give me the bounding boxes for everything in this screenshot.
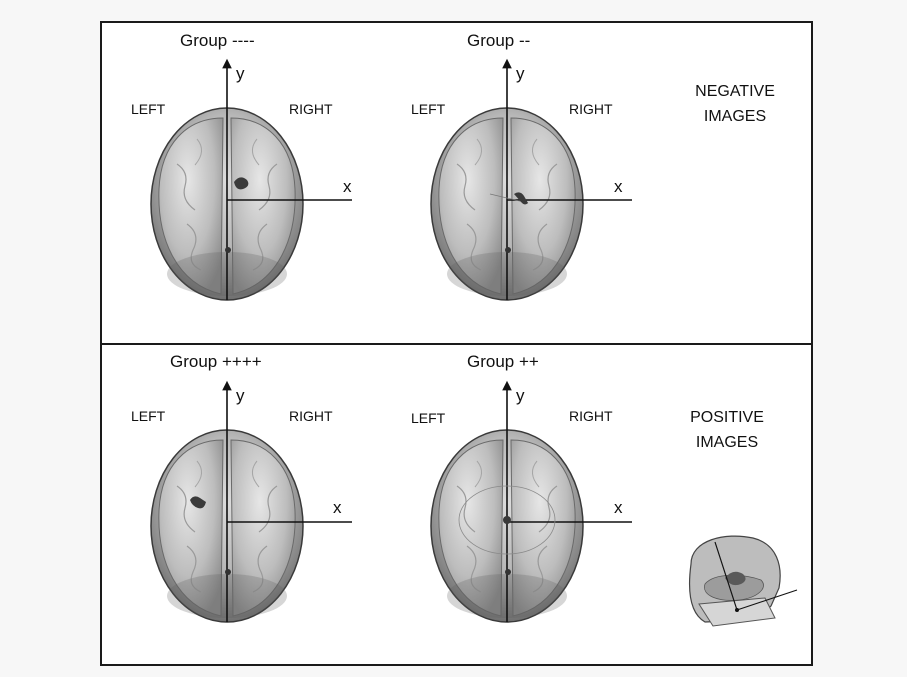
panel-1-right-label: RIGHT	[289, 101, 333, 117]
brain-top-view-2	[431, 62, 632, 300]
panel-4-left-label: LEFT	[411, 410, 445, 426]
negative-line-1: NEGATIVE	[670, 79, 800, 104]
positive-line-1: POSITIVE	[662, 405, 792, 430]
panel-3-title: Group ++++	[170, 352, 262, 372]
panel-1-y-axis-label: y	[236, 64, 245, 84]
panel-3-right-label: RIGHT	[289, 408, 333, 424]
panel-2-title: Group --	[467, 31, 530, 51]
panel-2-x-axis-label: x	[614, 177, 623, 197]
panel-4-y-axis-label: y	[516, 386, 525, 406]
panel-4-right-label: RIGHT	[569, 408, 613, 424]
panel-4-title: Group ++	[467, 352, 539, 372]
brain-top-view-1	[151, 62, 352, 300]
panel-3-left-label: LEFT	[131, 408, 165, 424]
positive-line-2: IMAGES	[662, 430, 792, 455]
positive-images-label: POSITIVE IMAGES	[662, 405, 792, 455]
panel-2-left-label: LEFT	[411, 101, 445, 117]
panel-2-y-axis-label: y	[516, 64, 525, 84]
panel-2-right-label: RIGHT	[569, 101, 613, 117]
negative-images-label: NEGATIVE IMAGES	[670, 79, 800, 129]
panel-3-x-axis-label: x	[333, 498, 342, 518]
brain-3d-view	[690, 536, 797, 626]
panel-3-y-axis-label: y	[236, 386, 245, 406]
negative-line-2: IMAGES	[670, 104, 800, 129]
panel-1-left-label: LEFT	[131, 101, 165, 117]
panel-1-x-axis-label: x	[343, 177, 352, 197]
panel-1-title: Group ----	[180, 31, 255, 51]
panel-4-x-axis-label: x	[614, 498, 623, 518]
